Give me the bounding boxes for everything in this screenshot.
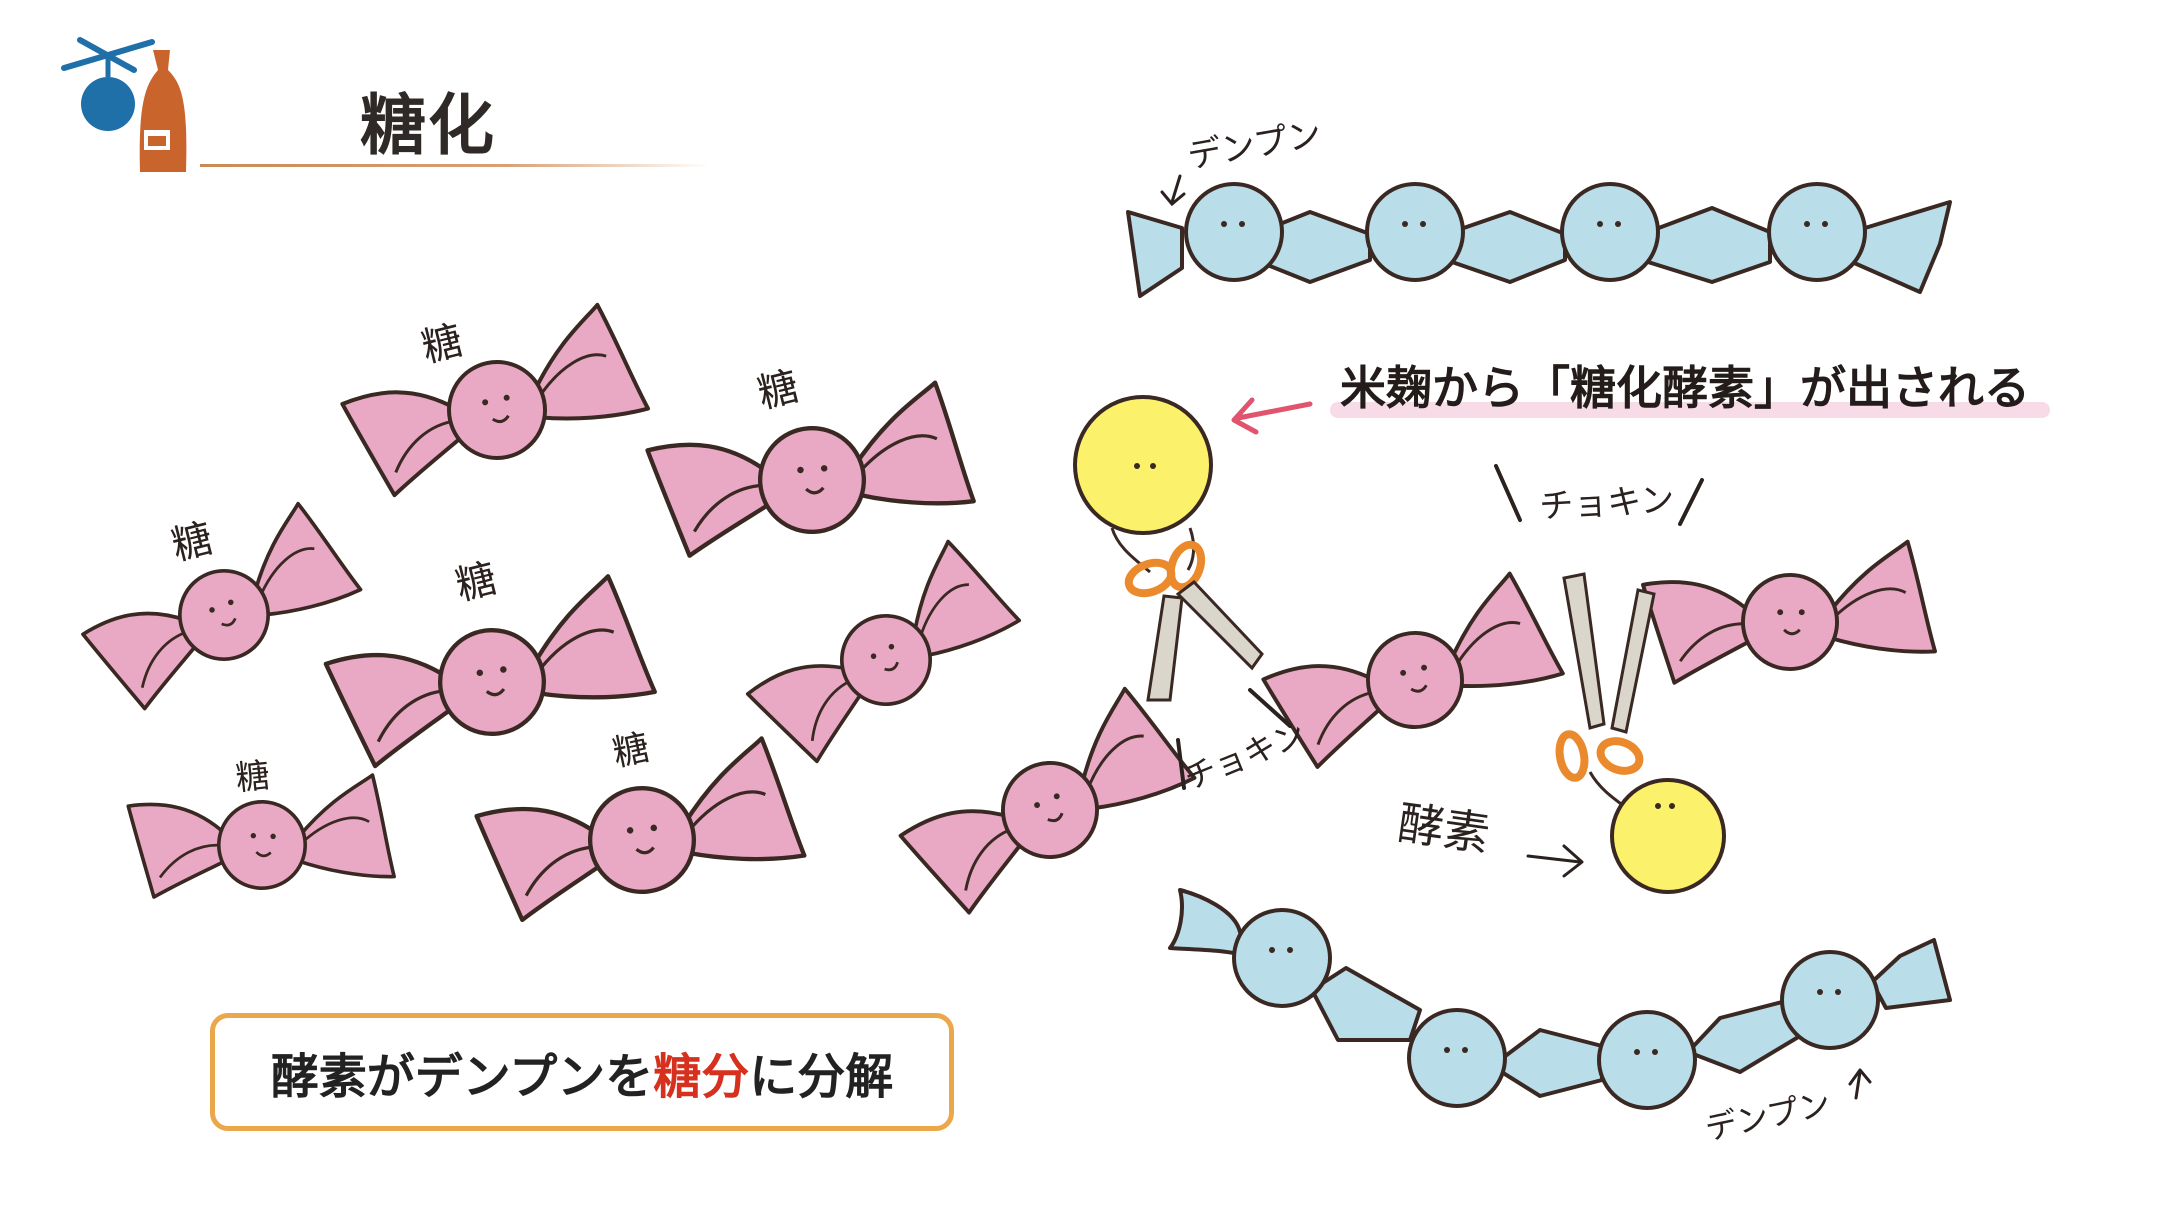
page-title: 糖化 xyxy=(360,87,496,164)
sugar-label: 糖 xyxy=(417,317,467,371)
summary-text-after: に分解 xyxy=(749,1049,894,1105)
summary-highlight: 糖分 xyxy=(653,1049,750,1105)
starch-label-top: デンプン xyxy=(1185,114,1325,177)
enzyme-lower xyxy=(1588,771,1726,894)
starch-pointer-arrow xyxy=(1848,1068,1872,1100)
sugar-candy xyxy=(644,381,976,559)
scissors-icon xyxy=(1124,540,1264,702)
summary-text-before: 酵素がデンプンを xyxy=(270,1049,654,1105)
starch-pointer-arrow xyxy=(1160,174,1186,207)
enzyme-upper xyxy=(1073,395,1213,574)
starch-chain-top xyxy=(1126,182,1952,298)
sugar-label: 糖 xyxy=(753,363,803,417)
snip-label-top: チョキン xyxy=(1538,480,1675,527)
sugar-candy xyxy=(881,675,1210,928)
starch-chain-bottom xyxy=(1168,888,1952,1110)
sugar-label: 糖 xyxy=(234,756,272,799)
enzyme-pointer-arrow xyxy=(1526,844,1584,878)
sugar-candy xyxy=(726,527,1035,777)
summary-box: 酵素がデンプンを 糖分 に分解 xyxy=(210,1013,954,1131)
pointer-arrow xyxy=(1231,397,1313,435)
scissors-icon xyxy=(1555,572,1656,782)
title-divider xyxy=(200,164,710,167)
sugar-label: 糖 xyxy=(609,727,653,775)
sugar-candy xyxy=(65,492,374,722)
enzyme-label: 酵素 xyxy=(1394,795,1493,861)
sugar-label: 糖 xyxy=(167,515,217,569)
sugar-candy xyxy=(1641,539,1938,685)
starch-label-bottom: デンプン xyxy=(1702,1084,1834,1148)
snip-label-left: チョキン xyxy=(1179,715,1311,798)
sake-brewery-logo xyxy=(61,37,187,172)
sugar-label: 糖 xyxy=(451,555,501,609)
enzyme-message: 米麹から「糖化酵素」が出される xyxy=(1340,361,2030,415)
logo-ball-icon xyxy=(81,77,135,131)
sugar-candy xyxy=(331,297,657,504)
